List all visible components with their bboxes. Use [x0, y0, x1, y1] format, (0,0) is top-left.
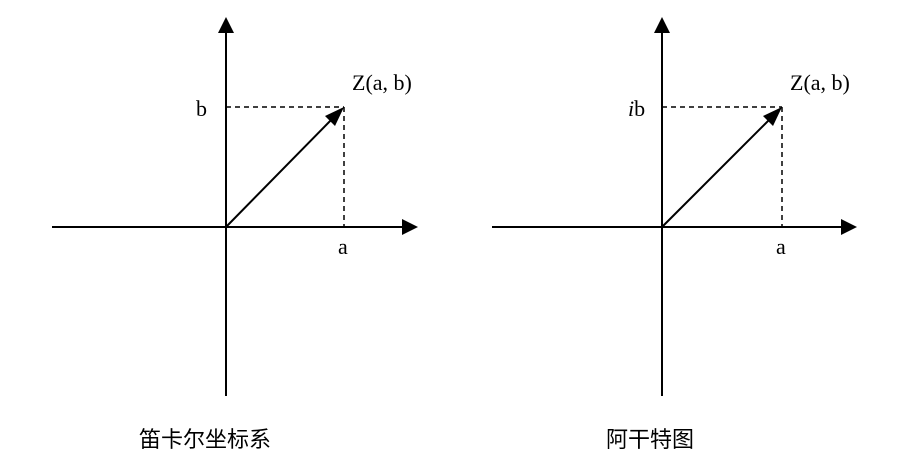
- right-vector-arrowhead: [763, 107, 782, 126]
- right-x-axis-arrowhead: [841, 219, 857, 235]
- right-vector: [661, 115, 774, 228]
- argand-diagram: Z(a, b) ib a 阿干特图: [492, 17, 857, 453]
- right-point-label: Z(a, b): [790, 70, 850, 95]
- left-x-axis-arrowhead: [402, 219, 418, 235]
- left-vector: [225, 115, 336, 228]
- right-y-axis-arrowhead: [654, 17, 670, 33]
- left-caption: 笛卡尔坐标系: [139, 428, 271, 453]
- left-y-axis-arrowhead: [218, 17, 234, 33]
- right-y-label: ib: [628, 96, 645, 121]
- right-caption: 阿干特图: [606, 428, 694, 453]
- left-y-label: b: [196, 96, 207, 121]
- right-y-label-italic: i: [628, 96, 634, 121]
- right-x-label: a: [776, 234, 786, 259]
- right-y-label-rest: b: [634, 96, 645, 121]
- left-vector-arrowhead: [325, 107, 344, 126]
- left-x-label: a: [338, 234, 348, 259]
- cartesian-diagram: Z(a, b) b a 笛卡尔坐标系: [52, 17, 418, 453]
- left-point-label: Z(a, b): [352, 70, 412, 95]
